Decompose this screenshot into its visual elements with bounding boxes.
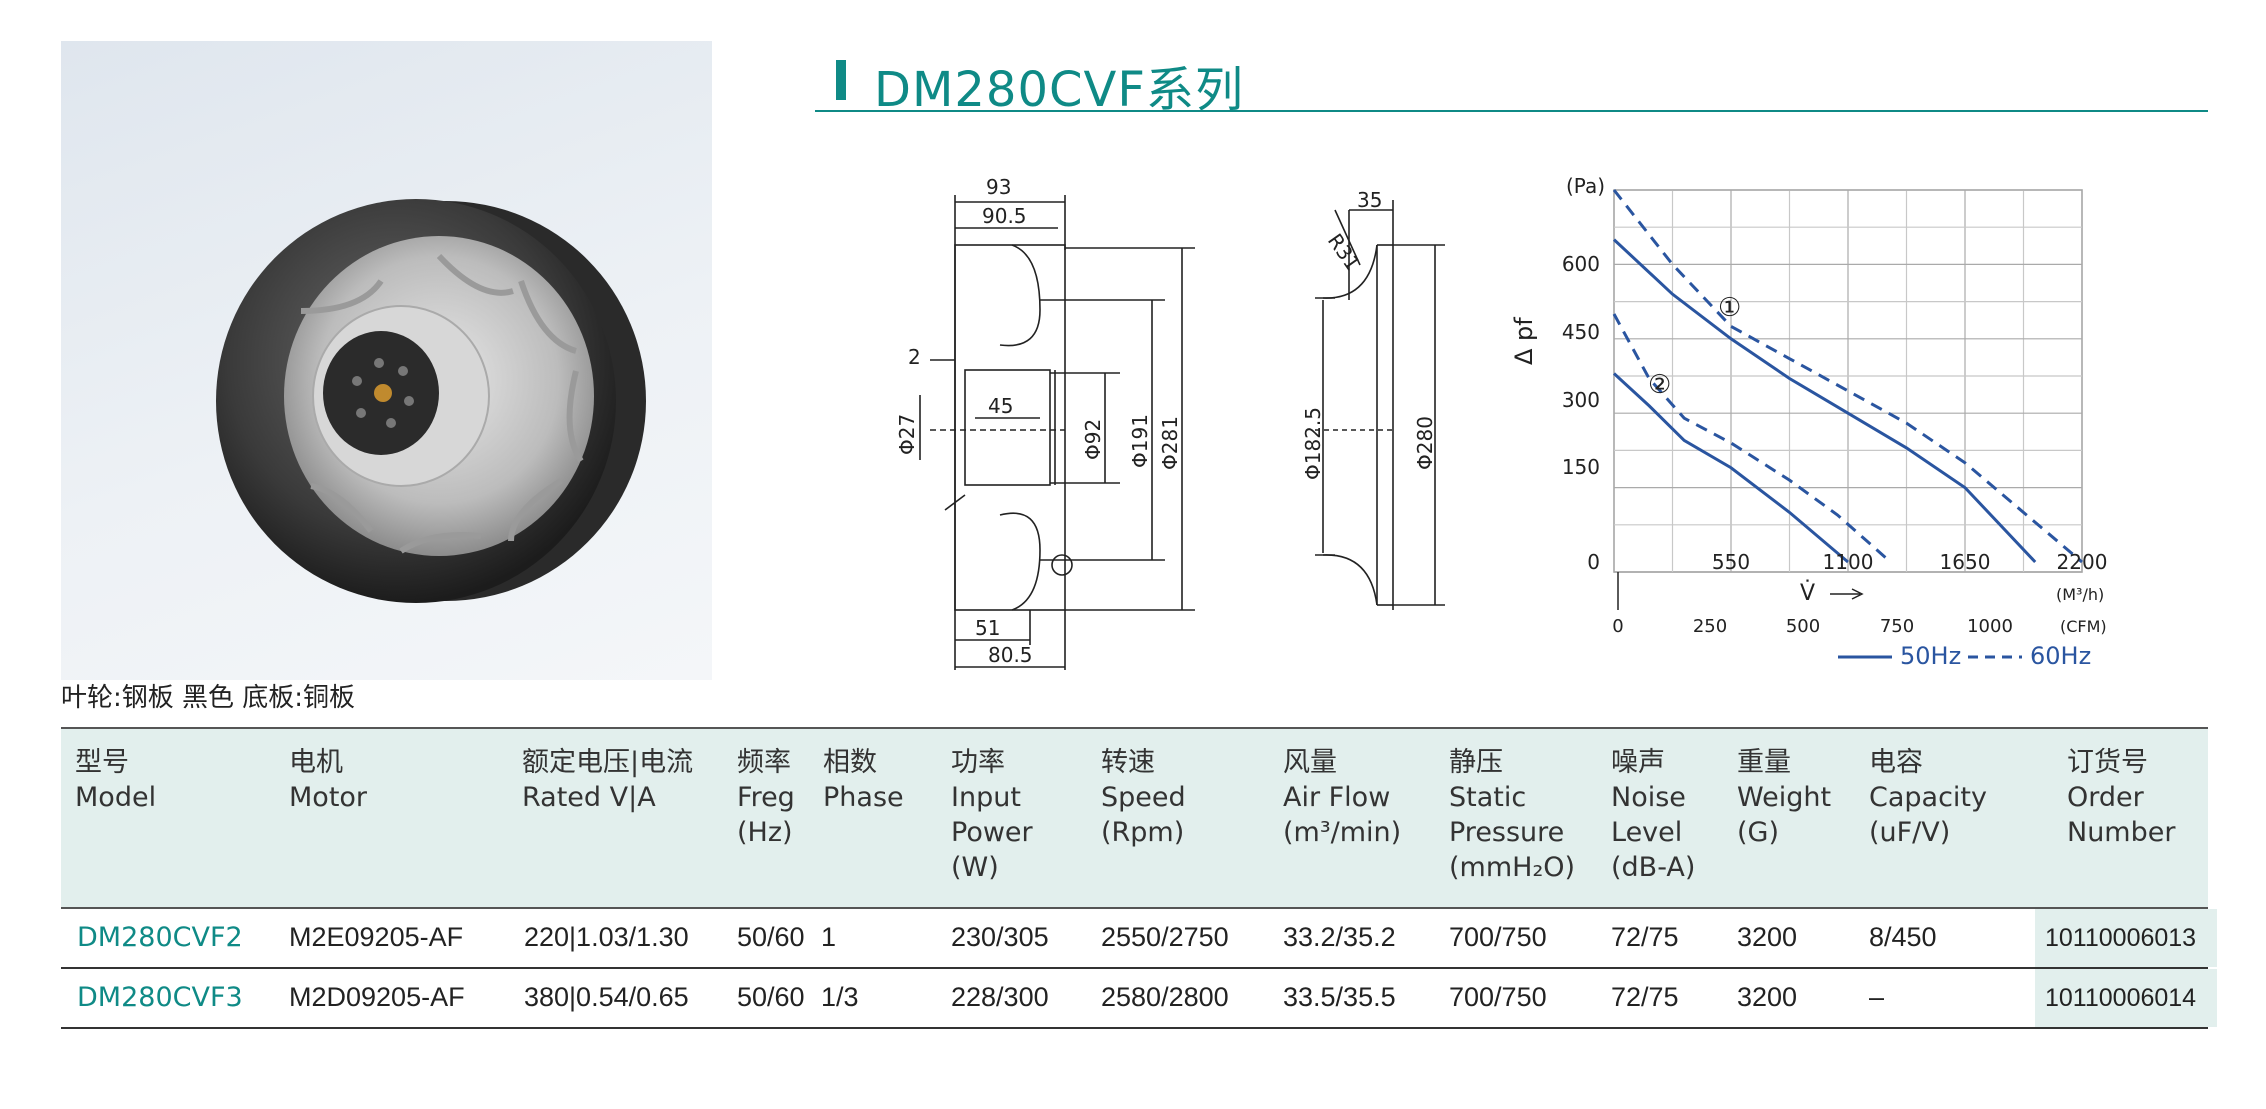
dim-phi92: Φ92: [1081, 419, 1105, 460]
y-tick-300: 300: [1562, 388, 1600, 412]
cell-rated: 380|0.54/0.65: [524, 982, 689, 1012]
dim-51: 51: [975, 616, 1000, 640]
x-tick-550: 550: [1712, 550, 1750, 574]
front-view-drawing: 35 R31 Φ182.5 Φ280: [1301, 188, 1445, 610]
cell-model: DM280CVF2: [77, 922, 243, 953]
dim-phi281: Φ281: [1158, 416, 1182, 470]
curve-label-1: ①: [1718, 293, 1741, 323]
dim-2: 2: [908, 345, 921, 369]
y-axis-label: Δ pf: [1510, 317, 1538, 365]
cfm-tick-250: 250: [1693, 616, 1727, 637]
y-tick-450: 450: [1562, 320, 1600, 344]
dim-45: 45: [988, 394, 1013, 418]
material-caption: 叶轮:钢板 黑色 底板:铜板: [61, 683, 356, 713]
title-underline: [815, 110, 2208, 112]
x-tick-1100: 1100: [1823, 550, 1874, 574]
dim-93: 93: [986, 175, 1011, 199]
dim-80-5: 80.5: [988, 643, 1033, 667]
table-row: DM280CVF2 M2E09205-AF 220|1.03/1.30 50/6…: [61, 909, 2217, 969]
cell-speed: 2550/2750: [1101, 922, 1229, 952]
legend-50hz: 50Hz: [1900, 642, 1961, 670]
cell-motor: M2D09205-AF: [289, 982, 465, 1012]
curve-1-50hz: [1612, 238, 2037, 564]
x-unit-cfm: (CFM): [2060, 617, 2107, 636]
table-row: DM280CVF3 M2D09205-AF 380|0.54/0.65 50/6…: [61, 969, 2217, 1029]
cell-capacity: –: [1869, 982, 1885, 1012]
cfm-tick-750: 750: [1880, 616, 1914, 637]
cfm-tick-1000: 1000: [1967, 616, 2013, 637]
cell-weight: 3200: [1737, 922, 1798, 952]
cell-rated: 220|1.03/1.30: [524, 922, 689, 952]
cell-pressure: 700/750: [1449, 982, 1547, 1012]
curve-label-2: ②: [1648, 370, 1671, 400]
x-axis-arrow: [1617, 572, 1864, 610]
cell-power: 228/300: [951, 982, 1049, 1012]
dim-r31: R31: [1323, 229, 1365, 275]
cell-airflow: 33.2/35.2: [1283, 922, 1396, 952]
cell-model: DM280CVF3: [77, 982, 243, 1013]
dim-phi27: Φ27: [895, 414, 919, 455]
curve-2-60hz: [1612, 313, 1892, 564]
cell-freq: 50/60: [737, 982, 805, 1012]
cell-capacity: 8/450: [1869, 922, 1937, 952]
cfm-tick-0: 0: [1612, 616, 1623, 637]
title-accent-bar: [836, 60, 846, 100]
cell-phase: 1/3: [821, 982, 859, 1012]
cell-freq: 50/60: [737, 922, 805, 952]
cell-noise: 72/75: [1611, 982, 1679, 1012]
cell-order: 10110006014: [2035, 969, 2217, 1027]
y-tick-150: 150: [1562, 455, 1600, 479]
product-photo: [61, 41, 712, 680]
dim-phi191: Φ191: [1128, 414, 1152, 468]
y-unit-label: (Pa): [1566, 174, 1605, 198]
curve-1-60hz: [1612, 189, 2083, 564]
cfm-tick-500: 500: [1786, 616, 1820, 637]
cell-noise: 72/75: [1611, 922, 1679, 952]
y-tick-600: 600: [1562, 252, 1600, 276]
dim-phi182-5: Φ182.5: [1301, 407, 1325, 480]
y-tick-0: 0: [1587, 550, 1600, 574]
x-tick-2200: 2200: [2057, 550, 2108, 574]
centrifugal-fan-image: [216, 199, 646, 603]
page-title: DM280CVF系列: [874, 62, 1244, 118]
dim-90-5: 90.5: [982, 204, 1027, 228]
performance-curve-chart: (Pa) Δ pf 0 150 300 450 600 550 1100 165…: [1510, 174, 2108, 670]
cell-motor: M2E09205-AF: [289, 922, 464, 952]
dim-35: 35: [1357, 188, 1382, 212]
x-unit-m3h: (M³/h): [2056, 585, 2104, 604]
cell-airflow: 33.5/35.5: [1283, 982, 1396, 1012]
cell-pressure: 700/750: [1449, 922, 1547, 952]
x-tick-1650: 1650: [1940, 550, 1991, 574]
legend-60hz: 60Hz: [2030, 642, 2091, 670]
x-axis-label: V̇: [1800, 580, 1815, 606]
dim-phi280: Φ280: [1413, 416, 1437, 470]
cell-speed: 2580/2800: [1101, 982, 1229, 1012]
cell-order: 10110006013: [2035, 909, 2217, 967]
cell-weight: 3200: [1737, 982, 1798, 1012]
side-view-drawing: 93 90.5 2 Φ27 45 Φ92 Φ191 Φ281 51 80.5: [895, 175, 1195, 670]
cell-phase: 1: [821, 922, 837, 952]
curve-2-50hz: [1612, 372, 1849, 564]
cell-power: 230/305: [951, 922, 1049, 952]
